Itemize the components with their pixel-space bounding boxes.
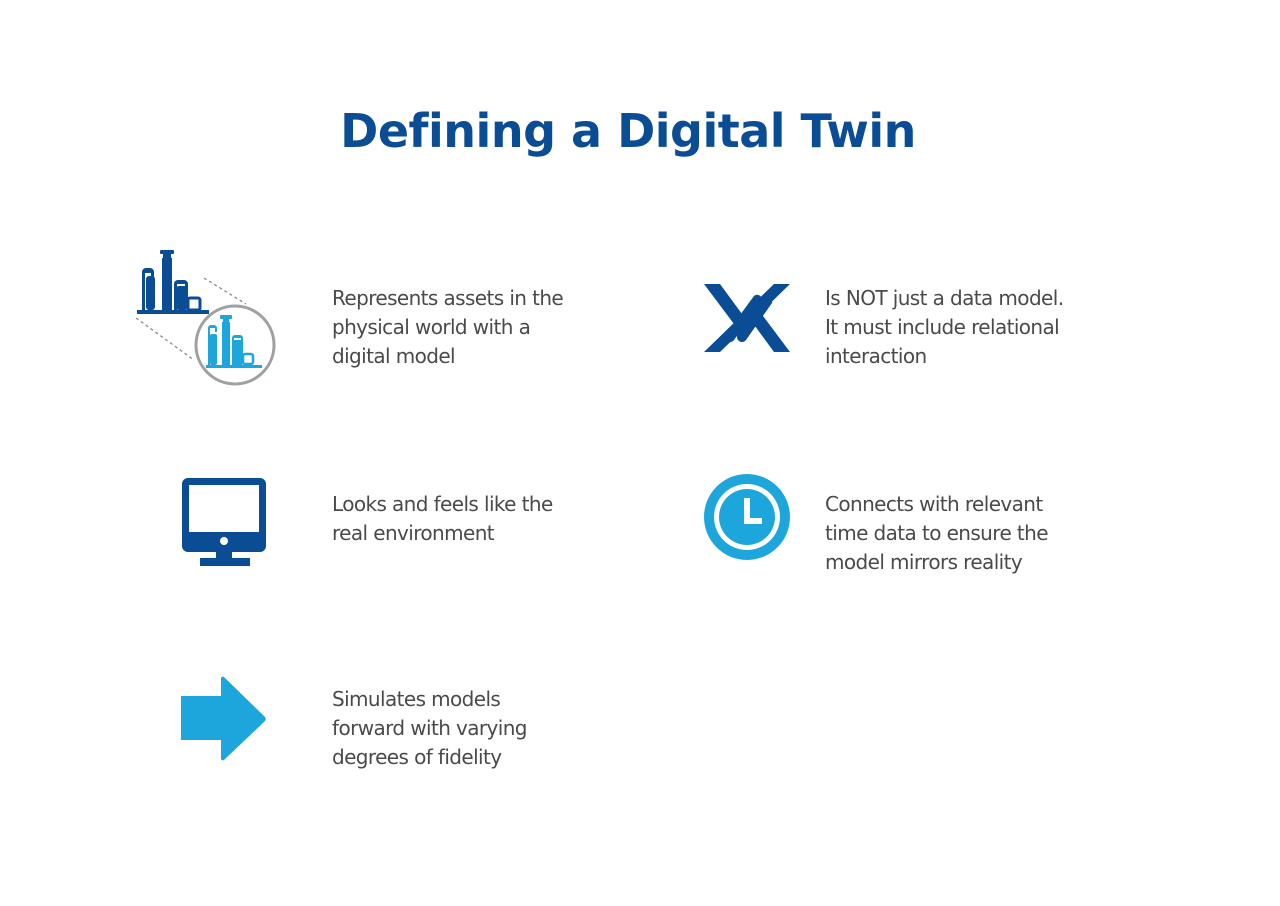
item-text-looks-and-feels: Looks and feels like the real environmen… — [332, 492, 553, 545]
relational-x-icon — [704, 284, 790, 354]
item-text-connects-time-data: Connects with relevant time data to ensu… — [825, 492, 1049, 574]
item-text-not-just-data-model: Is NOT just a data model. It must includ… — [825, 286, 1064, 368]
arrow-right-icon — [181, 676, 267, 762]
item-text-represents-assets: Represents assets in the physical world … — [332, 286, 564, 368]
monitor-icon — [182, 478, 268, 568]
page-title: Defining a Digital Twin — [340, 104, 916, 158]
clock-icon — [703, 473, 791, 561]
factory-mirror-icon — [134, 248, 279, 390]
item-text-simulates-models: Simulates models forward with varying de… — [332, 687, 528, 769]
